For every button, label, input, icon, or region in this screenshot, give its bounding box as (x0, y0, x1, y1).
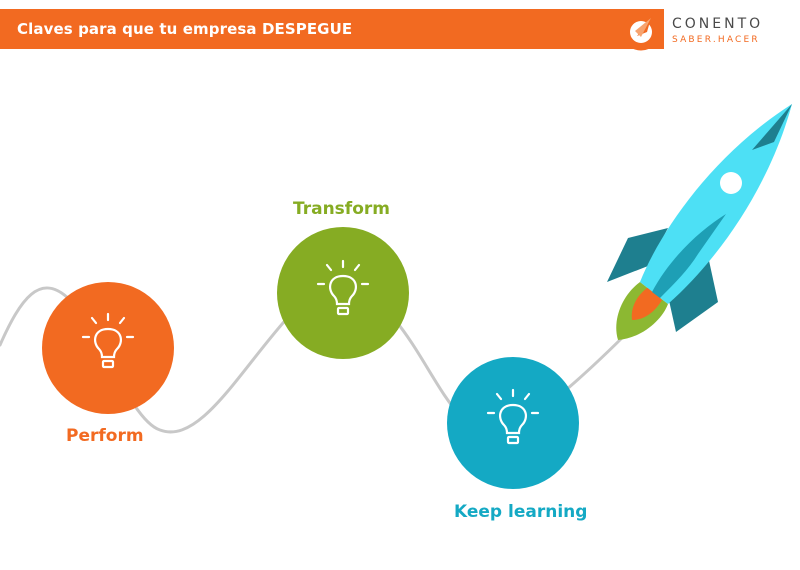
transform-circle (277, 227, 409, 359)
rocket-flame-inner (631, 286, 662, 320)
logo-mark-icon (622, 13, 660, 51)
logo-name: CONENTO (672, 16, 764, 32)
lightbulb-icon (316, 259, 370, 316)
header-banner: Claves para que tu empresa DESPEGUE (0, 9, 664, 49)
keep-learning-circle (447, 357, 579, 489)
step-label-keep-learning: Keep learning (454, 502, 588, 522)
step-label-transform: Transform (293, 199, 390, 219)
company-logo: CONENTO SABER.HACER (620, 10, 790, 52)
logo-tagline: SABER.HACER (672, 35, 760, 45)
perform-circle (42, 282, 174, 414)
lightbulb-icon (81, 312, 135, 369)
page-title: Claves para que tu empresa DESPEGUE (17, 20, 353, 38)
step-label-perform: Perform (66, 426, 144, 446)
lightbulb-icon (486, 388, 540, 445)
rocket-icon (607, 104, 792, 340)
